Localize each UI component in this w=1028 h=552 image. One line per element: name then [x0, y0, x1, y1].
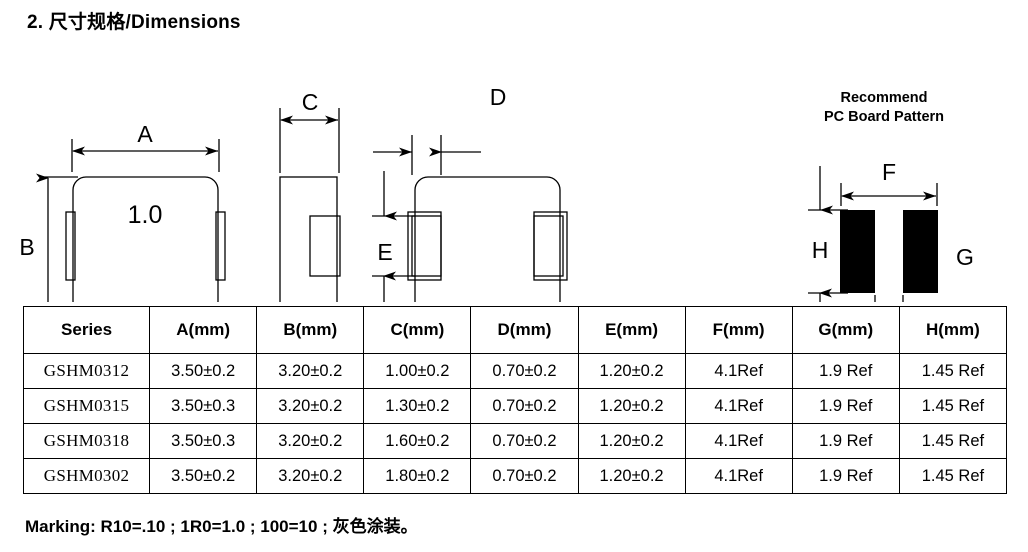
label-C: C: [302, 89, 319, 115]
cell-h: 1.45 Ref: [898, 423, 1008, 459]
cell-d: 0.70±0.2: [470, 388, 579, 424]
pcb-caption-line2: PC Board Pattern: [824, 109, 944, 125]
table-row: GSHM0302 3.50±0.2 3.20±0.2 1.80±0.2 0.70…: [22, 458, 1008, 494]
cell-f: 4.1Ref: [684, 458, 793, 494]
cell-g: 1.9 Ref: [791, 458, 900, 494]
label-A: A: [137, 121, 153, 147]
cell-b: 3.20±0.2: [256, 423, 365, 459]
cell-h: 1.45 Ref: [898, 458, 1008, 494]
column-header-h: H(mm): [898, 306, 1008, 354]
bottom-view-left-pad-inner: [411, 215, 442, 277]
cell-d: 0.70±0.2: [470, 423, 579, 459]
cell-e: 1.20±0.2: [577, 423, 686, 459]
cell-c: 1.00±0.2: [363, 353, 472, 389]
pcb-caption-line1: Recommend: [840, 90, 927, 106]
marking-note: Marking: R10=.10 ; 1R0=1.0 ; 100=10 ; 灰色…: [25, 517, 418, 536]
cell-series: GSHM0315: [22, 388, 151, 424]
column-header-a: A(mm): [149, 306, 258, 354]
cell-a: 3.50±0.3: [149, 423, 258, 459]
dimension-drawings-svg: 1.0 A B C D E Recommend PC Board Pattern…: [19, 84, 974, 302]
cell-a: 3.50±0.2: [149, 353, 258, 389]
cell-h: 1.45 Ref: [898, 388, 1008, 424]
cell-g: 1.9 Ref: [791, 353, 900, 389]
table-row: GSHM0318 3.50±0.3 3.20±0.2 1.60±0.2 0.70…: [22, 423, 1008, 459]
label-H: H: [812, 237, 829, 263]
table-header-row: Series A(mm) B(mm) C(mm) D(mm) E(mm) F(m…: [22, 306, 1008, 354]
bottom-view-left-pad-outer: [407, 211, 442, 281]
label-E: E: [377, 239, 392, 265]
top-view-body: [72, 176, 219, 302]
column-header-g: G(mm): [791, 306, 900, 354]
cell-series: GSHM0302: [22, 458, 151, 494]
dimensions-table: Series A(mm) B(mm) C(mm) D(mm) E(mm) F(m…: [22, 306, 1008, 494]
label-D: D: [490, 84, 507, 110]
top-view-right-terminal: [215, 211, 226, 281]
column-header-e: E(mm): [577, 306, 686, 354]
cell-g: 1.9 Ref: [791, 423, 900, 459]
column-header-d: D(mm): [470, 306, 579, 354]
cell-b: 3.20±0.2: [256, 353, 365, 389]
cell-f: 4.1Ref: [684, 423, 793, 459]
cell-c: 1.60±0.2: [363, 423, 472, 459]
cell-e: 1.20±0.2: [577, 388, 686, 424]
page-title: 2. 尺寸规格/Dimensions: [27, 12, 241, 33]
column-header-b: B(mm): [256, 306, 365, 354]
side-view-terminal: [309, 215, 341, 277]
label-B: B: [19, 234, 34, 260]
label-G: G: [956, 244, 974, 270]
drawing-area: 1.0 A B C D E Recommend PC Board Pattern…: [0, 40, 1028, 302]
cell-b: 3.20±0.2: [256, 388, 365, 424]
bottom-view-right-pad-inner: [533, 215, 564, 277]
table-row: GSHM0315 3.50±0.3 3.20±0.2 1.30±0.2 0.70…: [22, 388, 1008, 424]
column-header-series: Series: [22, 306, 151, 354]
cell-series: GSHM0318: [22, 423, 151, 459]
cell-d: 0.70±0.2: [470, 353, 579, 389]
pcb-pad-left: [840, 210, 875, 293]
cell-e: 1.20±0.2: [577, 458, 686, 494]
bottom-view-body: [414, 176, 561, 302]
cell-g: 1.9 Ref: [791, 388, 900, 424]
cell-c: 1.80±0.2: [363, 458, 472, 494]
cell-b: 3.20±0.2: [256, 458, 365, 494]
cell-series: GSHM0312: [22, 353, 151, 389]
cell-e: 1.20±0.2: [577, 353, 686, 389]
cell-a: 3.50±0.3: [149, 388, 258, 424]
cell-d: 0.70±0.2: [470, 458, 579, 494]
cell-f: 4.1Ref: [684, 388, 793, 424]
table-row: GSHM0312 3.50±0.2 3.20±0.2 1.00±0.2 0.70…: [22, 353, 1008, 389]
top-view-left-terminal: [65, 211, 76, 281]
label-F: F: [882, 159, 896, 185]
side-view-body: [279, 176, 338, 302]
bottom-view-right-pad-outer: [533, 211, 568, 281]
cell-a: 3.50±0.2: [149, 458, 258, 494]
pcb-pad-right: [903, 210, 938, 293]
part-marking-label: 1.0: [128, 201, 163, 229]
cell-c: 1.30±0.2: [363, 388, 472, 424]
cell-f: 4.1Ref: [684, 353, 793, 389]
cell-h: 1.45 Ref: [898, 353, 1008, 389]
column-header-f: F(mm): [684, 306, 793, 354]
column-header-c: C(mm): [363, 306, 472, 354]
dimensions-table-wrapper: Series A(mm) B(mm) C(mm) D(mm) E(mm) F(m…: [22, 306, 1008, 494]
